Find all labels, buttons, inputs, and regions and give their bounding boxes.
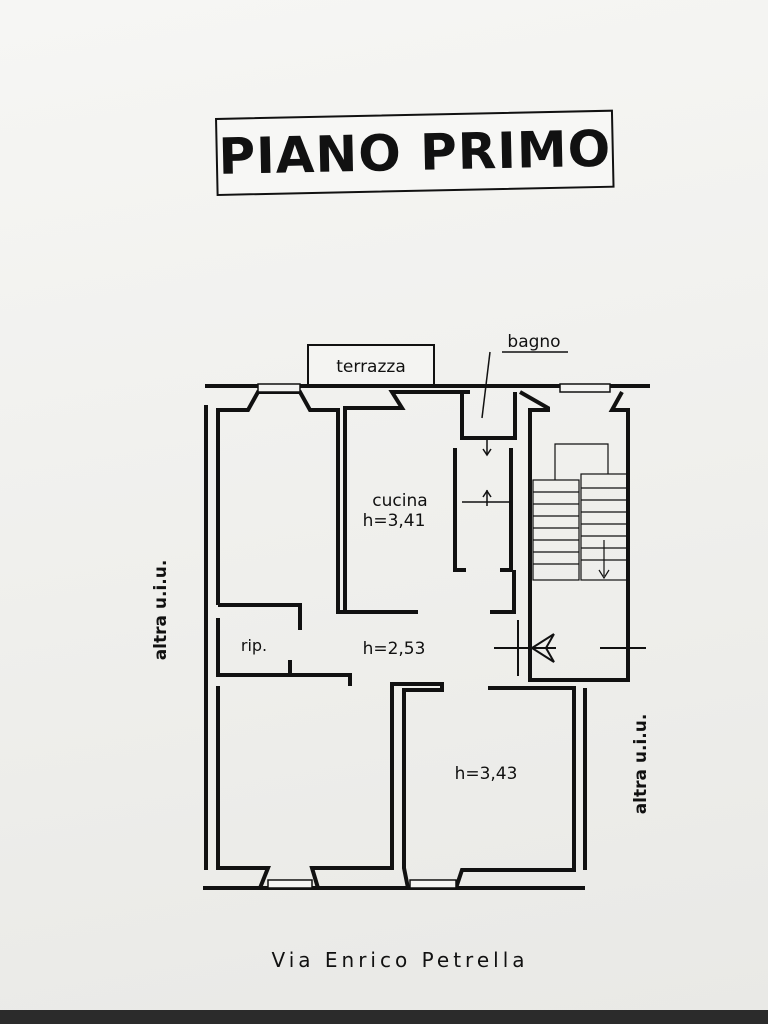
room-wall-bathroom [460, 392, 517, 440]
staircase [532, 443, 628, 581]
terrace-label: terrazza [336, 357, 406, 377]
room-wall-storage [216, 603, 352, 686]
storage-label: rip. [241, 636, 267, 655]
bedroom-height: h=3,43 [455, 764, 518, 784]
room-wall-bedroom-2-right [309, 686, 394, 889]
room-wall-divider [390, 682, 444, 889]
room-wall-kitchen [343, 390, 470, 612]
corridor-height: h=2,53 [363, 639, 426, 659]
kitchen-label: cucina [372, 491, 427, 511]
corridor-wall [490, 570, 516, 614]
window-bottom-1 [267, 879, 313, 889]
entrance-arrow [494, 620, 646, 676]
bathroom-label: bagno [507, 332, 560, 352]
bathroom-pointer [481, 351, 491, 419]
window-top-2 [559, 383, 611, 393]
window-bottom-2 [409, 879, 457, 889]
room-wall-bedroom-3 [454, 686, 576, 889]
room-wall-bedroom-2 [216, 686, 271, 889]
adjacent-unit-left: altra u.i.u. [151, 560, 171, 661]
kitchen-height: h=3,41 [363, 511, 426, 531]
terrace-outline [307, 344, 435, 386]
street-name: Via Enrico Petrella [271, 948, 529, 972]
room-wall-bathroom-lower [453, 448, 513, 572]
adjacent-unit-right: altra u.i.u. [631, 714, 651, 815]
stair-core-wall [519, 390, 630, 682]
window-top-1 [257, 383, 301, 393]
